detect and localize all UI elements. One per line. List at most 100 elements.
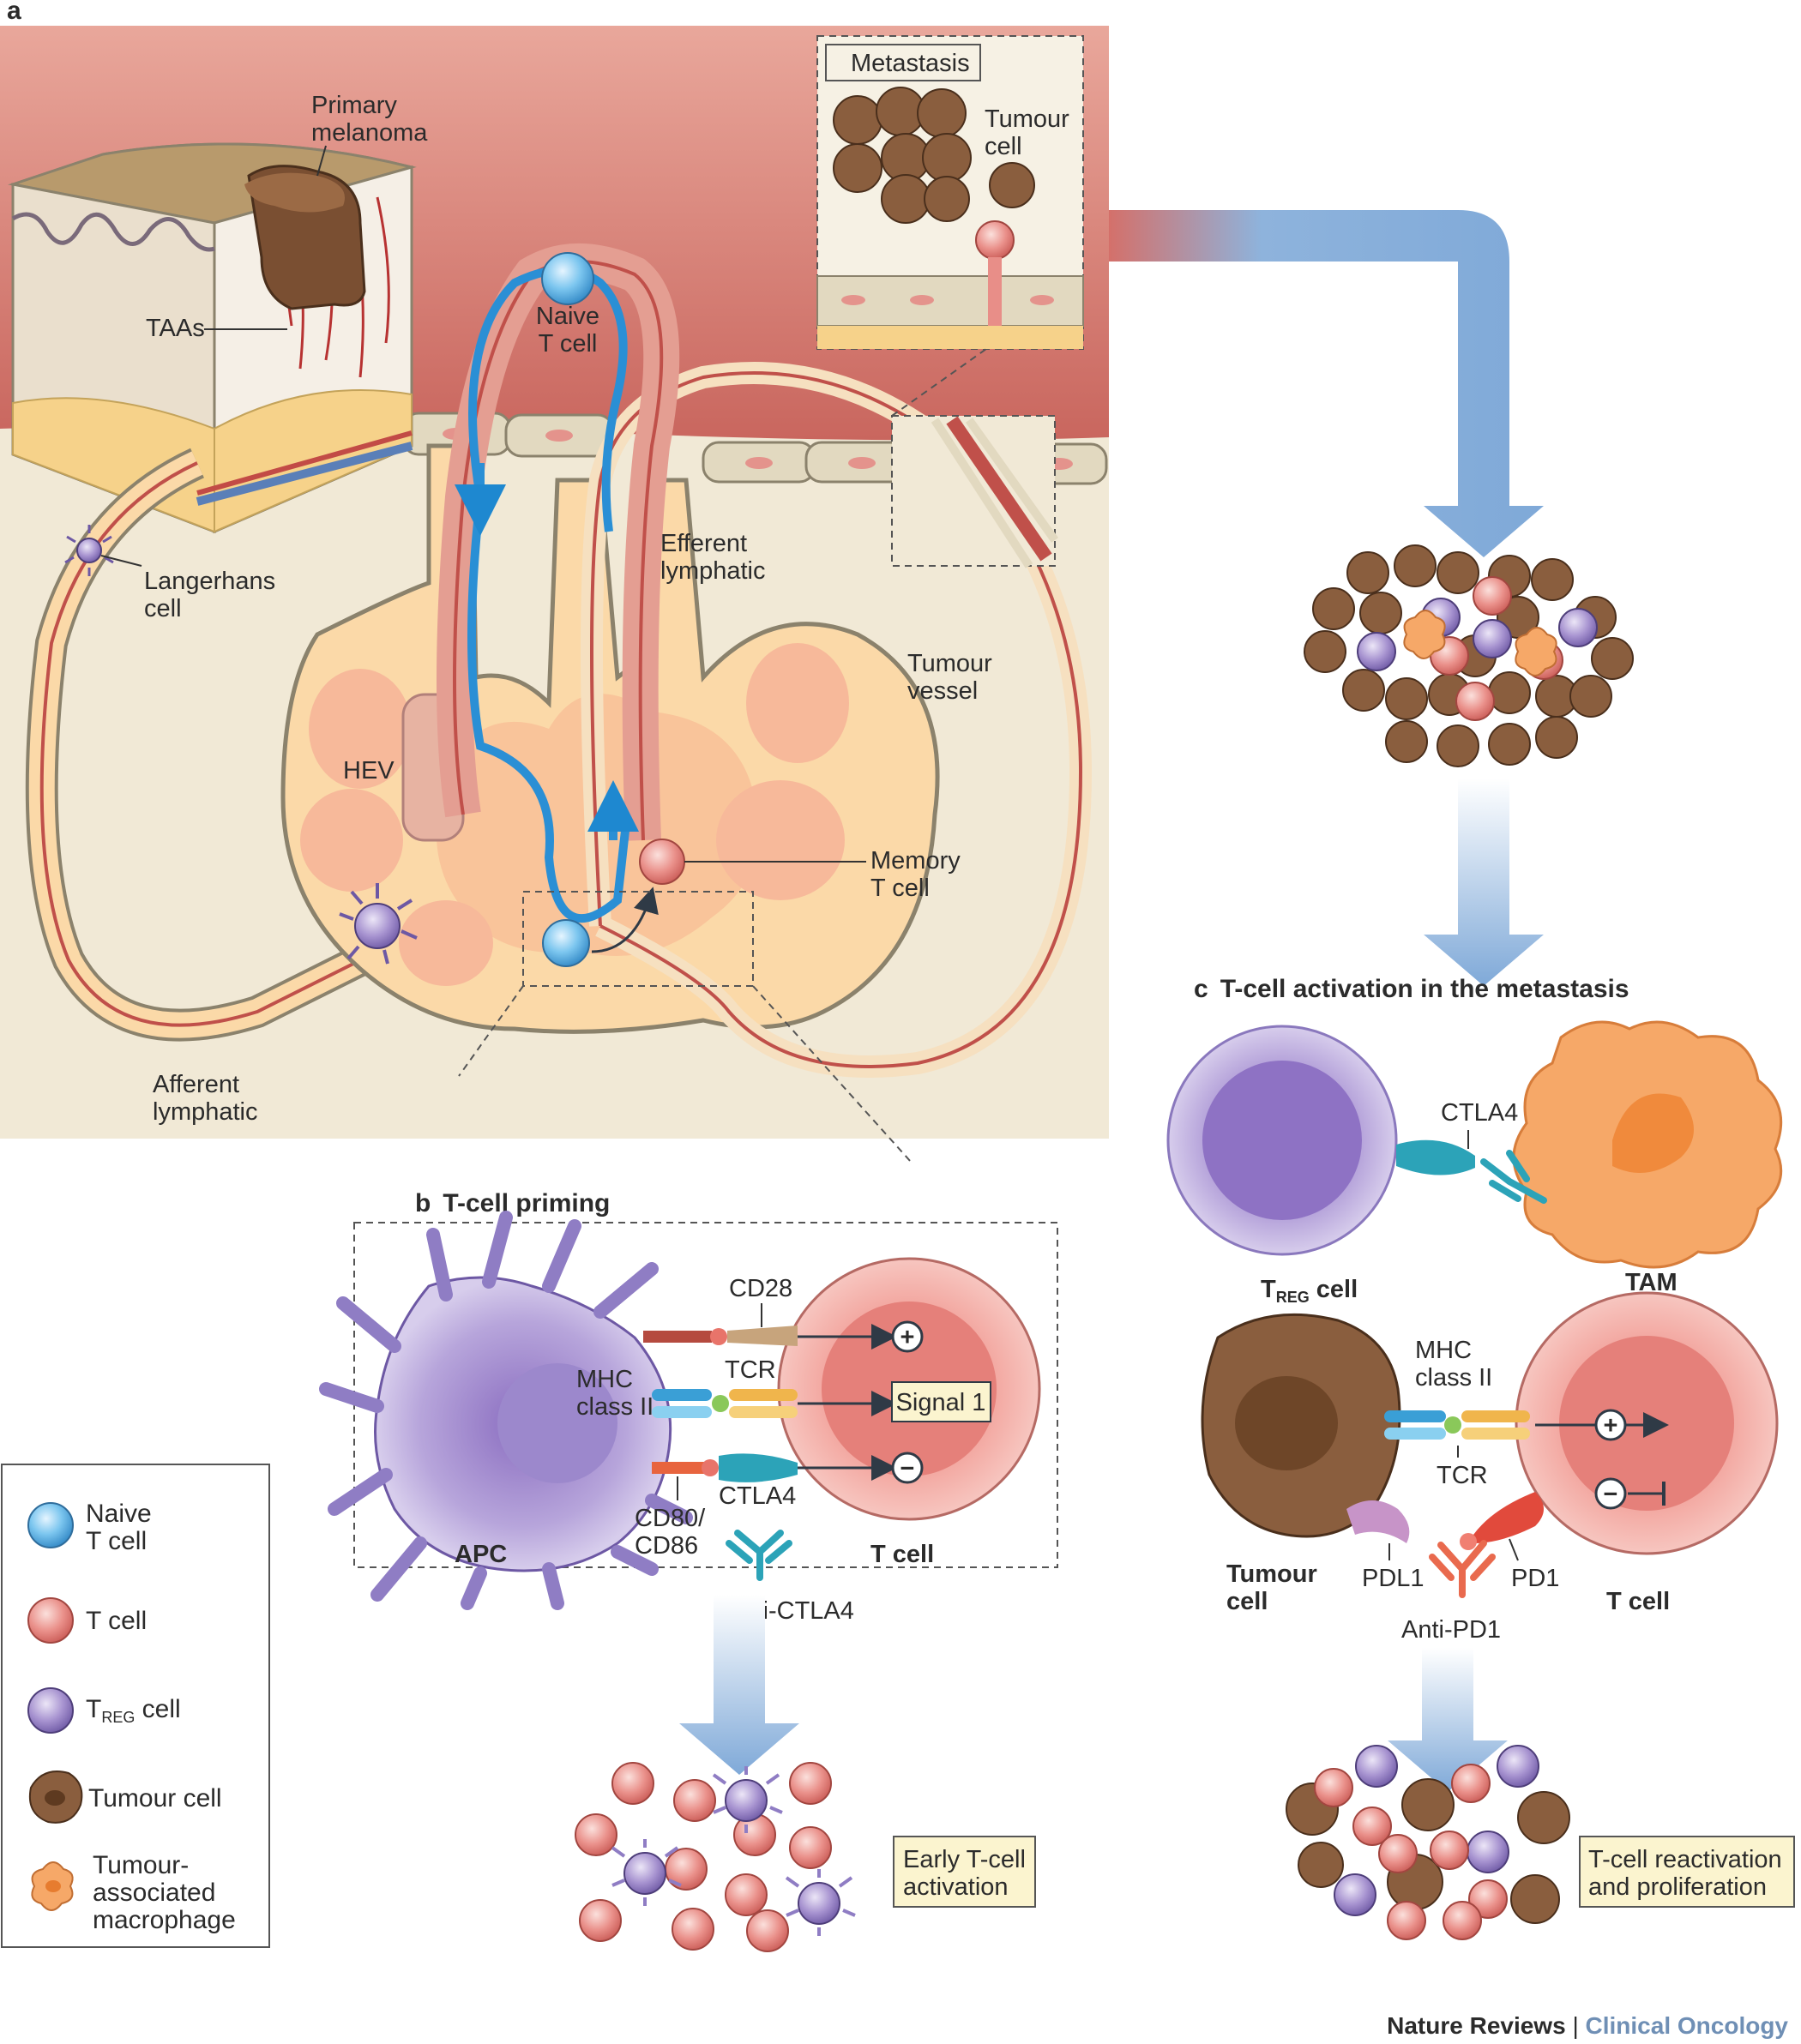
legend-treg-main: T: [86, 1695, 101, 1723]
plus-icon: [891, 1320, 924, 1353]
b-plus: +: [900, 1324, 915, 1351]
label-apc: APC: [455, 1541, 507, 1568]
langerhans-cell: [64, 525, 114, 576]
label-met-tumour-1: Tumour: [985, 105, 1069, 133]
apc-in-node: [339, 883, 418, 965]
legend-tcell: T cell: [86, 1607, 147, 1635]
cd28-receptor: [643, 1324, 897, 1350]
legend-tcell-icon: [27, 1597, 74, 1644]
label-afferent-1: Afferent: [153, 1071, 239, 1098]
label-langerhans-2: cell: [144, 595, 182, 622]
label-metastasis: Metastasis: [851, 50, 970, 77]
panel-a: a Pr: [0, 0, 1109, 1163]
footer-section: Clinical Oncology: [1586, 2012, 1789, 2039]
label-cd28: CD28: [729, 1275, 792, 1302]
legend-naive-2: T cell: [86, 1527, 147, 1555]
label-memory-1: Memory: [870, 847, 961, 875]
c-mhc-2: class II: [1415, 1364, 1492, 1392]
label-cd80-2: CD86: [635, 1532, 698, 1560]
anti-ctla4-antibody: [726, 1530, 792, 1581]
panel-b-letter: b: [415, 1189, 431, 1217]
reactivation-box: [1579, 1836, 1795, 1908]
arrow-b-down: [679, 1595, 799, 1775]
c-treg-sub: REG: [1276, 1289, 1310, 1306]
label-b-tcell: T cell: [870, 1541, 934, 1568]
c-tcr-mhc-pair: [1384, 1410, 1669, 1440]
arrow-c-down: [1388, 1648, 1508, 1792]
c-treg-suffix: cell: [1310, 1276, 1358, 1303]
c-mhc-1: MHC: [1415, 1337, 1472, 1364]
label-memory-2: T cell: [870, 875, 930, 902]
legend-tam-1: Tumour-: [93, 1851, 189, 1879]
naive-t-cell: [541, 252, 594, 305]
svg-text:CD80/CD86: CD80/CD86: [635, 1505, 706, 1560]
label-met-tumour-2: cell: [985, 133, 1022, 160]
naive-t-cell-node: [542, 919, 590, 967]
arrow-to-panel-c: [1424, 779, 1544, 986]
label-afferent-2: lymphatic: [153, 1098, 258, 1126]
label-primary-melanoma-1: Primary: [311, 92, 397, 119]
svg-text:bT-cell priming: b T-cell priming: [415, 1189, 610, 1217]
panel-b-title: T-cell priming: [443, 1189, 610, 1217]
memory-t-cell: [639, 839, 685, 885]
svg-text:TREG cell: TREG cell: [86, 1695, 181, 1726]
b-outcome-1: Early T-cell: [903, 1846, 1026, 1873]
c-tumour-1: Tumour: [1226, 1560, 1317, 1588]
panel-c-letter: c: [1194, 975, 1208, 1003]
c-tcr-label: TCR: [1437, 1462, 1488, 1489]
c-tcell-label: T cell: [1606, 1588, 1670, 1615]
skin-vessel: [196, 442, 413, 506]
c-pd1-label: PD1: [1511, 1565, 1559, 1592]
label-tcr-b: TCR: [725, 1356, 776, 1384]
metastasis-cluster: [1304, 544, 1634, 767]
label-taas: TAAs: [146, 315, 205, 342]
label-hev: HEV: [343, 757, 395, 785]
label-naive-2: T cell: [539, 330, 598, 358]
c-treg-main: T: [1261, 1276, 1276, 1303]
c-ctla4-contact: [1396, 1139, 1547, 1204]
svg-text:Nature Reviews | Clinical Onco: Nature Reviews | Clinical Oncology: [1387, 2012, 1788, 2039]
c-anti-pd1-antibody: [1429, 1540, 1496, 1598]
ctla4-cd80-pair: [652, 1453, 897, 1482]
label-efferent-1: Efferent: [660, 530, 747, 557]
footer-journal: Nature Reviews: [1387, 2012, 1566, 2039]
c-plus: +: [1604, 1412, 1618, 1440]
c-minus: −: [1604, 1481, 1618, 1508]
early-activation-cluster: [575, 1762, 856, 1952]
signal-1-box: [891, 1381, 991, 1422]
footer-separator: |: [1566, 2012, 1586, 2039]
early-activation-box: [893, 1836, 1036, 1908]
tumour-cell-cluster: [833, 87, 972, 224]
tcr-mhc-pair: [652, 1389, 897, 1418]
c-minus-icon: [1594, 1477, 1627, 1510]
legend-treg-icon: [27, 1687, 74, 1734]
c-pd1: [1473, 1492, 1544, 1543]
legend-treg-sub: REG: [101, 1709, 135, 1726]
arrow-to-metastasis: [1109, 210, 1544, 557]
svg-text:cT-cell activation in the meta: c T-cell activation in the metastasis: [1194, 975, 1629, 1003]
b-minus: −: [900, 1455, 915, 1482]
label-cd80-1: CD80/: [635, 1505, 706, 1532]
svg-text:TREG cell: TREG cell: [1261, 1276, 1358, 1306]
melanoma-top: [244, 172, 345, 213]
label-ctla4-b: CTLA4: [719, 1482, 796, 1510]
minus-icon: [891, 1452, 924, 1484]
label-b-mhc-2: class II: [576, 1393, 654, 1421]
panel-c-title: T-cell activation in the metastasis: [1220, 975, 1629, 1003]
label-naive-1: Naive: [536, 303, 599, 330]
c-outcome-2: and proliferation: [1588, 1873, 1767, 1901]
priming-zoom-box: [522, 891, 754, 987]
